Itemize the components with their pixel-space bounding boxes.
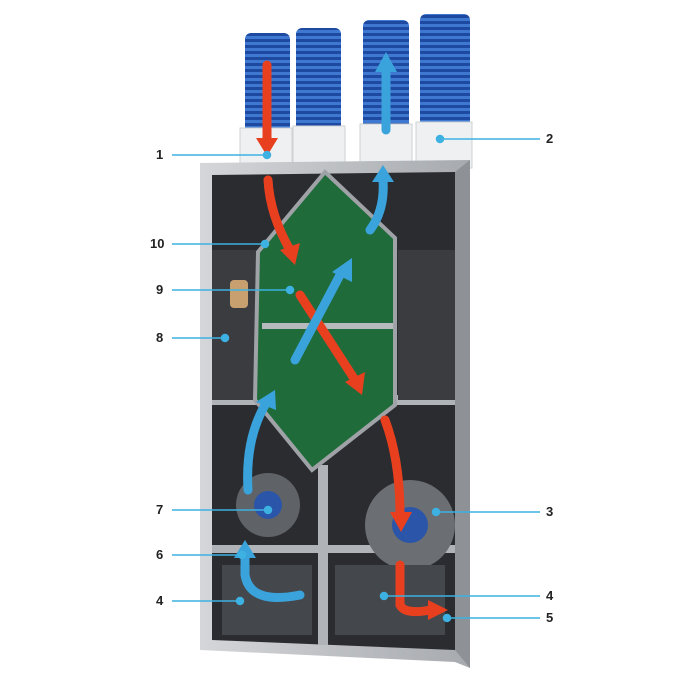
flexible-ducts [239, 14, 473, 169]
airflow-arrows [234, 52, 448, 620]
callout-6: 6 [156, 547, 164, 562]
callout-4-right: 4 [546, 588, 554, 603]
callout-9: 9 [156, 282, 164, 297]
duct-2 [296, 28, 341, 133]
leader-lines [172, 134, 540, 623]
callout-1: 1 [156, 147, 164, 162]
callout-7: 7 [156, 502, 164, 517]
duct-4 [420, 14, 470, 129]
callout-5: 5 [546, 610, 554, 625]
callout-10: 10 [150, 236, 165, 251]
callout-2: 2 [546, 131, 554, 146]
callout-3: 3 [546, 504, 554, 519]
callout-4-left: 4 [156, 593, 164, 608]
bypass-motor [230, 280, 248, 308]
callout-8: 8 [156, 330, 164, 345]
